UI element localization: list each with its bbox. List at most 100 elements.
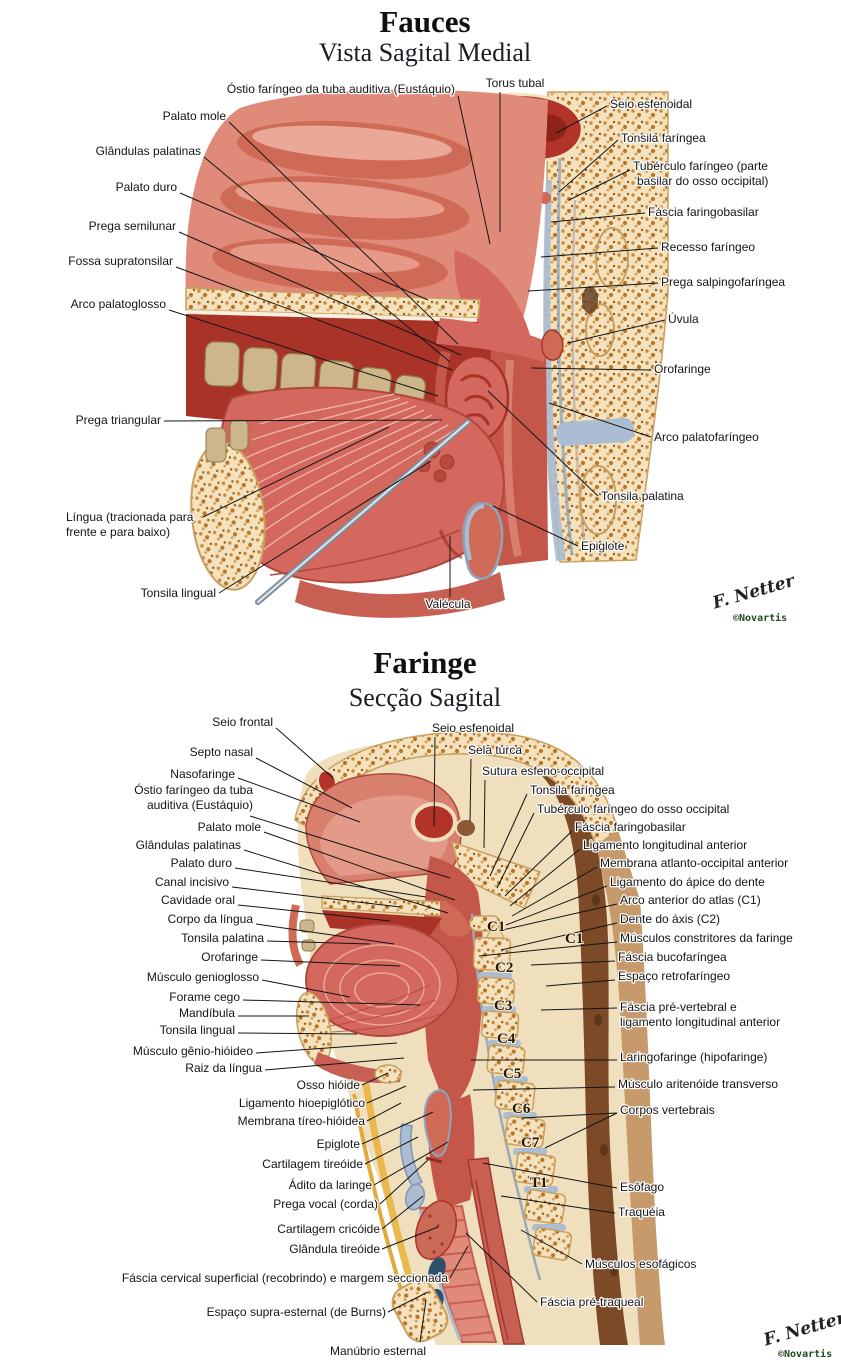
leader-line <box>366 1102 402 1122</box>
anatomy-label: Fáscia faringobasilar <box>575 820 686 834</box>
leader-line <box>255 923 395 945</box>
anatomy-label: Fossa supratonsilar <box>68 254 173 268</box>
leader-line <box>568 169 631 201</box>
leader-line <box>266 940 371 945</box>
leader-line <box>255 757 353 809</box>
anatomy-label: Prega semilunar <box>89 219 176 233</box>
leader-line <box>237 1032 358 1035</box>
leader-line <box>218 460 432 594</box>
anatomy-label: Ádito da laringe <box>289 1177 373 1192</box>
anatomy-label: Músculo gênio-hióideo <box>133 1044 253 1058</box>
leader-line <box>540 1007 618 1011</box>
anatomy-label: Glândula tireóide <box>289 1242 380 1256</box>
anatomy-label: Laringofaringe (hipofaringe) <box>620 1050 767 1064</box>
leader-line <box>366 1085 407 1104</box>
leader-line <box>364 1136 419 1165</box>
leader-line <box>255 1042 398 1054</box>
anatomy-label: Glândulas palatinas <box>96 144 201 158</box>
leader-line <box>275 727 334 779</box>
vertebra-label-C4: C4 <box>497 1031 516 1047</box>
anatomy-label: Epiglote <box>317 1137 361 1151</box>
anatomy-label: Seio frontal <box>212 715 273 729</box>
anatomy-label: Tonsila palatina <box>181 931 264 945</box>
anatomy-label: Arco palatoglosso <box>71 297 167 311</box>
leader-line <box>449 1245 469 1279</box>
anatomy-label: Seio esfenoidal <box>610 97 692 111</box>
leader-line <box>544 1112 618 1149</box>
anatomy-label: Nasofaringe <box>170 767 235 781</box>
panel-subtitle-faringe: Secção Sagital <box>349 683 501 712</box>
leader-line <box>231 886 401 908</box>
anatomy-label: Ligamento longitudinal anterior <box>583 838 747 852</box>
leader-line <box>457 95 491 245</box>
leader-line <box>521 1112 618 1119</box>
leader-line <box>505 885 608 926</box>
anatomy-label: Prega vocal (corda) <box>273 1197 378 1211</box>
leader-line <box>548 402 652 438</box>
anatomy-label: Recesso faríngeo <box>661 240 755 254</box>
leader-line <box>249 815 451 879</box>
anatomy-label: Músculo genioglosso <box>147 970 259 984</box>
leader-line <box>478 941 618 957</box>
leader-line <box>361 1072 389 1086</box>
artist-signature-faringe: F. Netter <box>761 1308 841 1351</box>
illustration-faringe <box>288 731 665 1345</box>
anatomy-label: Traquéia <box>618 1205 665 1219</box>
labels-fauces: Óstio faríngeo da tuba auditiva (Eustáqu… <box>65 75 787 613</box>
leader-line <box>497 903 618 932</box>
anatomy-label: Septo nasal <box>190 745 253 759</box>
leader-line <box>203 156 451 363</box>
leader-line <box>419 1299 427 1343</box>
leader-line <box>237 904 391 922</box>
panel-title-faringe: Faringe <box>373 645 476 680</box>
vertebra-label-T1: T1 <box>530 1175 548 1191</box>
anatomy-label: Tonsila lingual <box>160 1023 235 1037</box>
anatomy-label: Epiglote <box>581 539 625 553</box>
leader-line <box>243 849 449 914</box>
anatomy-label: Seio esfenoidal <box>432 721 514 735</box>
anatomy-label: Fáscia bucofaríngea <box>618 950 727 964</box>
leader-line <box>504 830 573 897</box>
anatomy-label: Ligamento do ápice do dente <box>610 875 765 889</box>
anatomy-label: Torus tubal <box>486 76 545 90</box>
anatomy-label: Glândulas palatinas <box>136 838 241 852</box>
vertebra-label-C2: C2 <box>495 960 513 976</box>
leader-line <box>483 779 486 849</box>
leader-line <box>387 1291 429 1313</box>
anatomy-label: Palato duro <box>171 856 233 870</box>
leader-line <box>202 426 390 518</box>
leader-line <box>496 812 535 889</box>
leader-line <box>179 192 429 301</box>
vertebra-label-C1: C1 <box>565 931 583 947</box>
leader-line <box>520 1229 583 1265</box>
anatomy-label: Orofaringe <box>201 950 258 964</box>
anatomy-label: Arco anterior do atlas (C1) <box>620 893 761 907</box>
anatomy-label: Cartilagem cricóide <box>277 1222 380 1236</box>
vertebra-label-C6: C6 <box>512 1101 531 1117</box>
anatomy-label: Palato mole <box>163 109 227 123</box>
anatomy-label: Tonsila lingual <box>141 586 216 600</box>
leader-line <box>168 309 439 397</box>
anatomy-label: Prega salpingofaríngea <box>661 275 785 289</box>
illustration-fauces <box>185 89 669 618</box>
leader-line <box>545 979 616 987</box>
vertebral-column <box>469 913 573 1281</box>
leader-line <box>530 960 616 966</box>
panel-subtitle-fauces: Vista Sagital Medial <box>319 38 531 67</box>
anatomy-label: Esôfago <box>620 1180 664 1194</box>
artist-signature-fauces: F. Netter <box>710 571 798 614</box>
anatomy-label: Fáscia faringobasilar <box>648 205 759 219</box>
anatomy-label: Tubérculo faríngeo do osso occipital <box>537 802 729 816</box>
anatomy-label: Corpos vertebrais <box>620 1103 715 1117</box>
panel-title-fauces: Fauces <box>379 4 470 39</box>
anatomy-label: Cavidade oral <box>161 893 235 907</box>
anatomy-label: Fáscia cervical superficial (recobrindo)… <box>122 1271 448 1285</box>
leader-line <box>261 979 351 998</box>
leader-line <box>558 139 619 193</box>
leader-line <box>163 419 443 422</box>
anatomy-label: Osso hióide <box>297 1078 361 1092</box>
